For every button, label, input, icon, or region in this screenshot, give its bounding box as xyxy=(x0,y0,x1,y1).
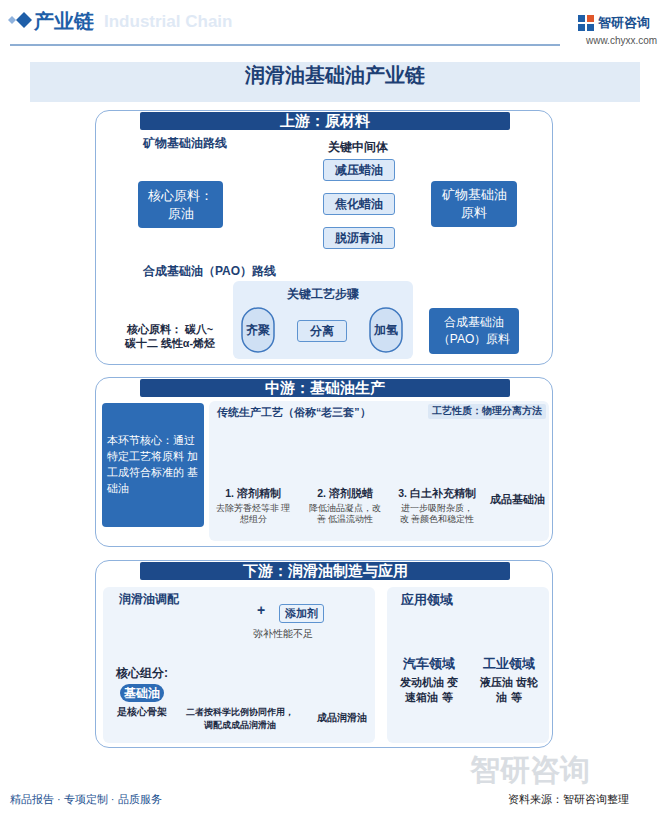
section-panel: 下游：润滑油制造与应用润滑油调配核心组分: 基础油是核心骨架 添加剂弥补性能不足二者… xyxy=(95,560,553,748)
node-text: 中游：基础油生产 xyxy=(140,379,510,397)
node-text: 加氢 xyxy=(374,322,398,339)
intermediate-box: 脱沥青油 xyxy=(323,227,395,249)
intermediate-box: 减压蜡油 xyxy=(323,159,395,181)
finished-lubricant: 成品润滑油 xyxy=(313,661,371,741)
node-text: 基础油 xyxy=(120,684,164,702)
blending-panel: 润滑油调配核心组分: 基础油是核心骨架 添加剂弥补性能不足二者按科学比例协同作用， … xyxy=(103,587,375,743)
header-title: 产业链 xyxy=(34,8,94,35)
node-text: 去除芳香烃等非 理想组分 xyxy=(213,503,293,526)
header-watermark: Industrial Chain xyxy=(104,12,232,32)
node-text: 成品基础油 xyxy=(489,493,545,507)
node-text: 1. 溶剂精制 xyxy=(213,487,293,501)
node-text: 成品润滑油 xyxy=(313,711,371,725)
node-text: 应用领域 xyxy=(401,591,453,609)
node-text: 进一步吸附杂质，改 善颜色和稳定性 xyxy=(397,503,477,526)
node-text: 合成基础油 （PAO）原料 xyxy=(433,314,515,348)
route-heading: 矿物基础油路线 xyxy=(143,135,227,152)
additive-group: 添加剂弥补性能不足 xyxy=(233,603,329,643)
node-text: 下游：润滑油制造与应用 xyxy=(140,562,510,580)
node-text: 二者按科学比例协同作用， 调配成成品润滑油 xyxy=(181,706,299,731)
node-text: 关键工艺步骤 xyxy=(233,286,413,303)
reactor-vessel: 加氢 xyxy=(369,307,403,353)
source-caption: 资料来源：智研咨询整理 xyxy=(508,792,629,807)
output-box: 合成基础油 （PAO）原料 xyxy=(429,308,519,354)
raw-material-box: 核心原料： 原油 xyxy=(138,181,223,228)
node-text: 焦化蜡油 xyxy=(335,196,383,213)
node-text: 工业领域 xyxy=(471,655,547,673)
property-tag: 工艺性质：物理分离方法 xyxy=(428,404,546,419)
section-panel: 中游：基础油生产本环节核心：通过 特定工艺将原料 加工成符合标准的 基础油 传统生… xyxy=(95,377,553,547)
watermark: 智研咨询 xyxy=(470,750,590,791)
node-text: 降低油品凝点，改善 低温流动性 xyxy=(305,503,385,526)
application-panel: 应用领域汽车领域发动机油 变速箱油 等工业领域液压油 齿轮油 等 xyxy=(387,587,549,743)
node-text: 齐聚 xyxy=(246,322,270,339)
node-text: 汽车领域 xyxy=(391,655,467,673)
application-item: 工业领域液压油 齿轮油 等 xyxy=(471,613,547,737)
node-text: 核心原料： 原油 xyxy=(142,187,219,223)
reactor-vessel: 齐聚 xyxy=(241,307,275,353)
node-text: 发动机油 变速箱油 等 xyxy=(399,675,459,705)
blending-pot: 二者按科学比例协同作用， 调配成成品润滑油 xyxy=(181,661,299,741)
vessel-shape xyxy=(242,308,274,352)
plus-sign: + xyxy=(257,602,265,618)
base-oil-group: 核心组分: 基础油是核心骨架 xyxy=(107,609,177,721)
header-art xyxy=(8,12,594,45)
logo-text: 智研咨询 xyxy=(598,14,650,32)
process-panel: 关键工艺步骤齐聚 分离 加氢 xyxy=(233,281,413,359)
process-step: 3. 白土补充精制进一步吸附杂质，改 善颜色和稳定性 xyxy=(397,421,477,531)
output-box: 矿物基础油 原料 xyxy=(431,181,517,227)
node-text: 核心原料： 碳八~碳十二 线性α-烯烃 xyxy=(123,323,217,351)
diagram-title: 润滑油基础油产业链 xyxy=(30,62,640,102)
node-text: 2. 溶剂脱蜡 xyxy=(305,487,385,501)
node-text: 弥补性能不足 xyxy=(253,628,313,641)
summary-box: 本环节核心：通过 特定工艺将原料 加工成符合标准的 基础油 xyxy=(102,403,204,527)
node-text: 润滑油调配 xyxy=(119,591,179,608)
process-step: 2. 溶剂脱蜡降低油品凝点，改善 低温流动性 xyxy=(305,421,385,531)
process-box: 分离 xyxy=(297,320,347,342)
node-text: 3. 白土补充精制 xyxy=(397,487,477,501)
raw-material-text: 核心原料： 碳八~碳十二 线性α-烯烃 xyxy=(123,314,217,360)
route-heading: 合成基础油（PAO）路线 xyxy=(143,263,276,280)
intermediate-box: 焦化蜡油 xyxy=(323,193,395,215)
node-text: 矿物基础油 原料 xyxy=(435,186,513,222)
group-heading: 关键中间体 xyxy=(328,139,388,156)
node-text: 是核心骨架 xyxy=(107,706,177,719)
node-text: 传统生产工艺（俗称“老三套”） xyxy=(217,406,371,420)
footer-slogan: 精品报告 · 专项定制 · 品质服务 xyxy=(10,792,162,807)
node-text: 核心组分: xyxy=(107,665,177,682)
node-text: 液压油 齿轮油 等 xyxy=(479,675,539,705)
logo-url: www.chyxx.com xyxy=(586,35,657,46)
node-text: 分离 xyxy=(310,323,334,340)
product-tank: 成品基础油 xyxy=(489,421,545,511)
process-step: 1. 溶剂精制去除芳香烃等非 理想组分 xyxy=(213,421,293,531)
node-text: 本环节核心：通过 特定工艺将原料 加工成符合标准的 基础油 xyxy=(107,433,199,497)
application-item: 汽车领域发动机油 变速箱油 等 xyxy=(391,613,467,737)
process-panel: 传统生产工艺（俗称“老三套”）1. 溶剂精制去除芳香烃等非 理想组分2. 溶剂脱… xyxy=(209,401,549,541)
node-text: 上游：原材料 xyxy=(140,112,510,130)
node-text: 添加剂 xyxy=(279,604,324,623)
node-text: 减压蜡油 xyxy=(335,162,383,179)
vessel-shape xyxy=(370,308,402,352)
node-text: 脱沥青油 xyxy=(335,230,383,247)
